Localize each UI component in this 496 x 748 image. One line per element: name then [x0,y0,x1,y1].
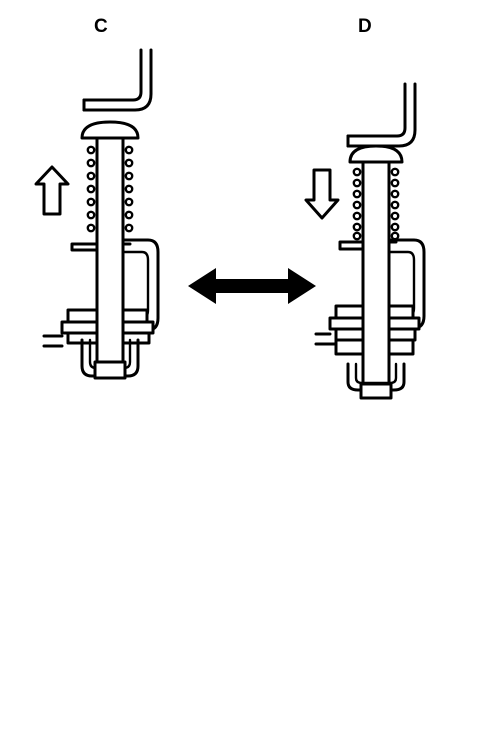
pin-tip-c [93,360,127,380]
lever-rod-d [346,82,417,148]
arrow-down-icon [304,168,340,220]
pin-head-d [348,144,404,164]
double-arrow-icon [188,268,316,304]
mounting-plates-c [42,308,155,348]
pin-shaft-c [95,136,125,372]
arrow-up-icon [34,165,70,216]
panel-label-c: C [94,16,108,37]
lever-rod-c [82,48,153,112]
mounting-plates-d [314,304,421,356]
spring-seat-c [70,242,132,252]
spring-seat-d [338,240,398,251]
panel-d [304,82,426,400]
pin-tip-d [359,382,393,400]
panel-c [34,48,160,380]
pin-shaft-d [361,160,391,386]
coil-spring-c [86,145,134,233]
panel-label-d: D [358,16,372,37]
pin-head-c [80,120,140,140]
